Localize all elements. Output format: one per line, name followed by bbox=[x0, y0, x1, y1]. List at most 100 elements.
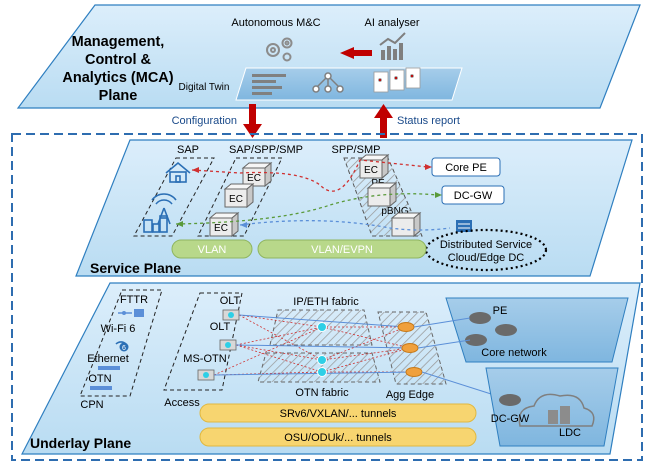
pe-label-underlay: PE bbox=[493, 305, 508, 317]
enterprise-building-icon bbox=[143, 215, 168, 233]
pbng-node bbox=[390, 211, 422, 238]
sap-header: SAP bbox=[177, 144, 199, 156]
otn-fabric-label: OTN fabric bbox=[295, 387, 349, 399]
server-rack-icon bbox=[456, 220, 472, 232]
status-report-label: Status report bbox=[397, 115, 460, 127]
wifi6-label: Wi-Fi 6 bbox=[101, 323, 136, 335]
ec-label-2: EC bbox=[229, 194, 243, 205]
red-service-flow bbox=[191, 159, 429, 192]
osu-tunnel-bar bbox=[199, 427, 477, 447]
otn-fabric-area bbox=[257, 352, 381, 383]
home-icon bbox=[165, 161, 191, 183]
dc-gw-label-underlay: DC-GW bbox=[491, 413, 530, 425]
access-column bbox=[163, 292, 243, 391]
underlay-plane-title: Underlay Plane bbox=[30, 435, 131, 451]
digital-twin-cards-icon bbox=[373, 67, 421, 93]
vlan-evpn-bar bbox=[257, 239, 427, 259]
ai-to-autonomous-arrow bbox=[340, 47, 354, 59]
autonomous-mc-label: Autonomous M&C bbox=[231, 17, 320, 29]
green-flow-arrowhead-left bbox=[176, 221, 183, 227]
dc-server-icon bbox=[548, 406, 570, 424]
digital-twin-label: Digital Twin bbox=[179, 82, 230, 93]
core-routers bbox=[465, 312, 517, 346]
fabric-nodes bbox=[317, 322, 327, 377]
ethernet-label: Ethernet bbox=[87, 353, 129, 365]
ip-eth-fabric-label: IP/ETH fabric bbox=[293, 296, 359, 308]
dc-line-1: Distributed Service bbox=[440, 239, 532, 251]
mca-title-line-1: Management, bbox=[72, 34, 165, 50]
ec-label-3: EC bbox=[214, 223, 228, 234]
vlan-label: VLAN bbox=[198, 244, 227, 256]
dc-line-2: Cloud/Edge DC bbox=[448, 252, 524, 264]
spp-smp-header: SPP/SMP bbox=[332, 144, 381, 156]
green-service-flow bbox=[175, 193, 439, 225]
network-domain-boundary bbox=[11, 133, 643, 461]
ec-node-4: EC bbox=[358, 153, 390, 180]
olt-label-1: OLT bbox=[220, 295, 241, 307]
topology-tree-icon bbox=[312, 72, 344, 93]
ldc-area bbox=[485, 367, 619, 447]
mca-title-line-4: Plane bbox=[99, 88, 138, 104]
mca-plane: Management, Control & Analytics (MCA) Pl… bbox=[16, 4, 641, 109]
sap-spp-smp-header: SAP/SPP/SMP bbox=[229, 144, 303, 156]
ec-node-2: EC bbox=[223, 182, 255, 209]
dc-gw-router-icon bbox=[499, 394, 521, 406]
service-plane: Service Plane SAP SAP/SPP/SMP SPP/SMP bbox=[75, 139, 633, 277]
fttr-label: FTTR bbox=[120, 294, 148, 306]
underlay-plane: Underlay Plane FTTR Wi-Fi 6 6 Ethernet O… bbox=[21, 282, 641, 455]
core-network-label: Core network bbox=[481, 347, 547, 359]
olt-node-2 bbox=[219, 339, 237, 351]
pe-node-service bbox=[366, 181, 398, 208]
pbng-label: pBNG bbox=[381, 206, 408, 217]
otn-label: OTN bbox=[88, 373, 111, 385]
osu-tunnel-label: OSU/ODUk/... tunnels bbox=[284, 432, 392, 444]
green-flow-arrowhead-right bbox=[435, 192, 442, 198]
core-network-area bbox=[445, 297, 629, 363]
ai-analyser-label: AI analyser bbox=[364, 17, 419, 29]
ec-node-3: EC bbox=[208, 211, 240, 238]
ai-to-autonomous-arrow-shaft bbox=[354, 50, 372, 56]
otn-device-icon bbox=[90, 386, 112, 390]
text-lines-icon bbox=[252, 74, 286, 95]
configuration-label: Configuration bbox=[172, 115, 237, 127]
agg-edge-nodes bbox=[397, 322, 423, 377]
srv6-tunnel-bar bbox=[199, 403, 477, 423]
access-label: Access bbox=[164, 397, 200, 409]
wifi6-badge: 6 bbox=[122, 345, 126, 352]
blue-service-flow bbox=[239, 220, 451, 231]
fttr-device-icon bbox=[118, 309, 144, 317]
ms-otn-node bbox=[197, 369, 215, 381]
ec-label-4: EC bbox=[364, 165, 378, 176]
distributed-dc-ellipse bbox=[424, 228, 548, 272]
ec-node-1: EC bbox=[241, 161, 273, 188]
configuration-arrow bbox=[243, 104, 262, 138]
olt-node-1 bbox=[222, 309, 240, 321]
cloud-icon bbox=[518, 393, 595, 427]
dc-gw-label-service: DC-GW bbox=[454, 190, 493, 202]
sap-spp-smp-column bbox=[197, 157, 283, 237]
digital-twin-panel bbox=[235, 67, 463, 101]
vlan-evpn-label: VLAN/EVPN bbox=[311, 244, 373, 256]
fabric-mesh-links bbox=[213, 314, 414, 376]
service-plane-title: Service Plane bbox=[90, 260, 181, 276]
blue-flow-arrowhead bbox=[240, 222, 247, 228]
wifi6-icon: 6 bbox=[115, 341, 129, 352]
status-report-arrow bbox=[374, 104, 393, 138]
ldc-label: LDC bbox=[559, 427, 581, 439]
srv6-tunnel-label: SRv6/VXLAN/... tunnels bbox=[280, 408, 397, 420]
analytics-chart-icon bbox=[379, 32, 406, 60]
cpn-label: CPN bbox=[80, 399, 103, 411]
vlan-bar bbox=[171, 239, 253, 259]
cpn-column bbox=[79, 289, 163, 397]
red-flow-arrowhead-right bbox=[425, 164, 432, 170]
gears-icon bbox=[266, 37, 293, 62]
ec-label-1: EC bbox=[247, 173, 261, 184]
ms-otn-label: MS-OTN bbox=[183, 353, 226, 365]
agg-edge-label: Agg Edge bbox=[386, 389, 434, 401]
mca-title-line-3: Analytics (MCA) bbox=[62, 70, 173, 86]
access-blue-links bbox=[213, 314, 415, 376]
sap-column bbox=[133, 157, 215, 237]
mca-plane-surface bbox=[16, 4, 641, 109]
